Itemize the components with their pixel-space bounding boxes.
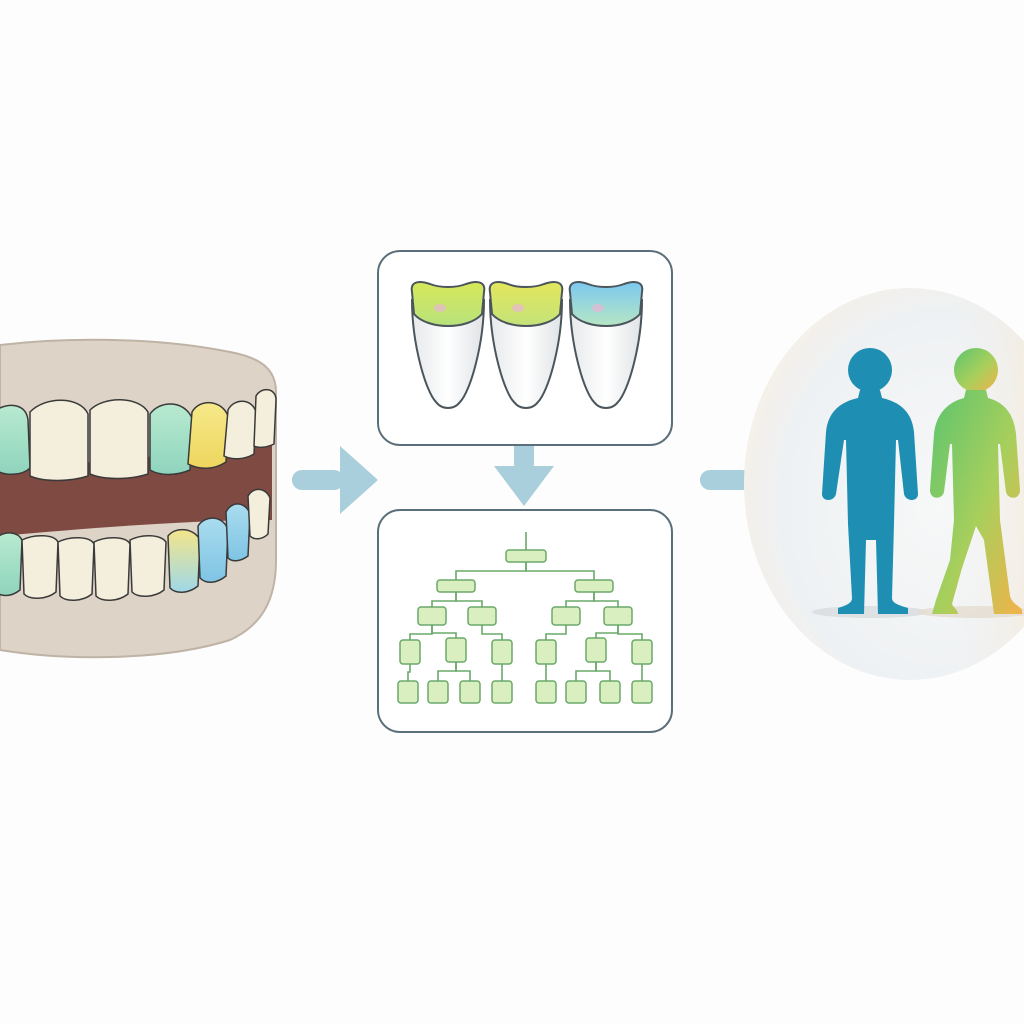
person-walking-icon xyxy=(930,348,1022,614)
tree-node xyxy=(535,639,557,665)
tooth-blue xyxy=(225,503,251,562)
tree-node xyxy=(436,579,476,593)
tree-node xyxy=(445,637,467,663)
tooth-white xyxy=(247,488,271,540)
tree-node xyxy=(491,680,513,704)
lower-teeth xyxy=(0,488,271,601)
tooth-mixed xyxy=(167,528,201,593)
tree-node xyxy=(427,680,449,704)
tree-node xyxy=(551,606,581,626)
tooth-white xyxy=(93,537,131,601)
tree-node xyxy=(467,606,497,626)
tooth-white xyxy=(89,399,149,480)
tooth-blue xyxy=(197,517,229,583)
tooth-white xyxy=(21,535,59,599)
tree-node xyxy=(574,579,614,593)
tooth-green xyxy=(0,532,23,597)
tree-edge xyxy=(525,556,595,586)
tree-node xyxy=(603,606,633,626)
molar-tooth-icon xyxy=(488,281,564,409)
tree-node xyxy=(505,549,547,563)
tree-node xyxy=(565,680,587,704)
molar-tooth-icon xyxy=(568,281,644,409)
person-standing-icon xyxy=(822,348,918,614)
tooth-white xyxy=(57,537,95,601)
tooth-white xyxy=(253,388,277,449)
tree-node xyxy=(397,680,419,704)
upper-teeth xyxy=(0,388,277,482)
tree-node xyxy=(417,606,447,626)
dental-arch xyxy=(0,338,277,659)
tree-node xyxy=(585,637,607,663)
tree-node xyxy=(399,639,421,665)
tree-node xyxy=(535,680,557,704)
molar-heatmap-group xyxy=(410,281,644,409)
tooth-white xyxy=(129,535,167,597)
decision-tree xyxy=(397,532,653,704)
tooth-white xyxy=(29,399,89,482)
tree-node xyxy=(631,680,653,704)
tree-node xyxy=(599,680,621,704)
molar-tooth-icon xyxy=(410,281,486,409)
arrow-right-1 xyxy=(292,446,378,514)
tree-node xyxy=(491,639,513,665)
tooth-white xyxy=(223,400,257,460)
tooth-yellow xyxy=(187,402,229,469)
tooth-green xyxy=(149,403,193,476)
tree-node xyxy=(631,639,653,665)
tooth-green xyxy=(0,404,31,475)
tree-node xyxy=(459,680,481,704)
decision-tree-panel xyxy=(377,509,673,733)
